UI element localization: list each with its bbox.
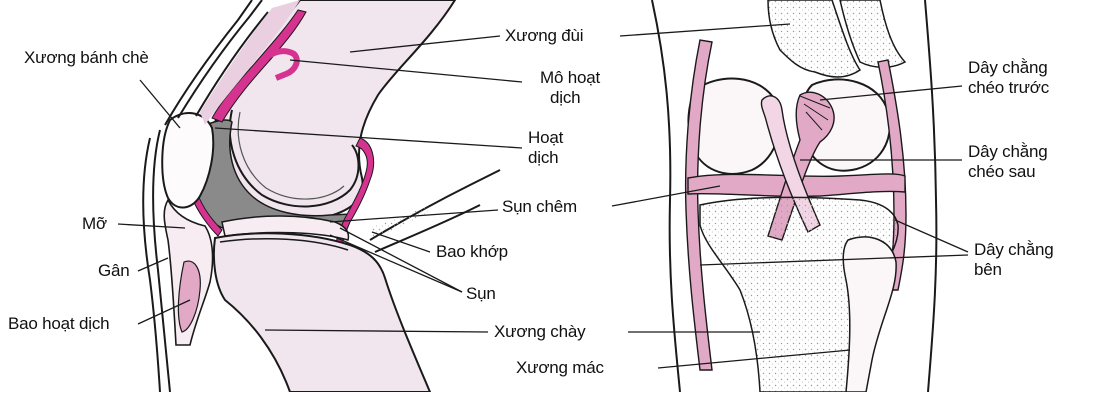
label-synovial-tissue-line2: dịch (540, 88, 600, 108)
leg-outline-right (925, 0, 936, 392)
label-collateral: Dây chằng bên (974, 240, 1053, 280)
label-acl-line1: Dây chằng (968, 58, 1049, 78)
label-tibia: Xương chày (494, 322, 585, 342)
label-bursa: Bao hoạt dịch (8, 314, 109, 334)
label-synovial-tissue: Mô hoạt dịch (540, 68, 600, 108)
label-synovial-fluid: Hoạt dịch (528, 128, 563, 168)
label-pcl-line2: chéo sau (968, 162, 1047, 182)
label-joint-capsule: Bao khớp (436, 242, 508, 262)
label-patella: Xương bánh chè (24, 48, 149, 68)
label-meniscus: Sụn chêm (502, 197, 577, 217)
leader-femur-right (620, 24, 790, 36)
label-pcl-line1: Dây chằng (968, 142, 1047, 162)
label-synovial-fluid-line2: dịch (528, 148, 563, 168)
leader-meniscus-right (612, 186, 720, 206)
label-acl-line2: chéo trước (968, 78, 1049, 98)
coronal-knee-view (652, 0, 936, 392)
femur-bone (214, 0, 455, 219)
label-tendon: Gân (98, 261, 130, 281)
fibula-coronal (843, 237, 896, 392)
leader-tendon (138, 258, 168, 271)
label-pcl: Dây chằng chéo sau (968, 142, 1047, 182)
label-fat: Mỡ (82, 214, 107, 234)
label-synovial-fluid-line1: Hoạt (528, 128, 563, 148)
label-fibula: Xương mác (516, 358, 604, 378)
label-femur: Xương đùi (505, 26, 583, 46)
label-cartilage: Sụn (466, 284, 496, 304)
sagittal-knee-view (143, 0, 500, 392)
leader-patella (140, 80, 180, 128)
label-collateral-line2: bên (974, 260, 1053, 280)
label-synovial-tissue-line1: Mô hoạt (540, 68, 600, 88)
label-acl: Dây chằng chéo trước (968, 58, 1049, 98)
tibia-bone (214, 233, 430, 392)
label-collateral-line1: Dây chằng (974, 240, 1053, 260)
